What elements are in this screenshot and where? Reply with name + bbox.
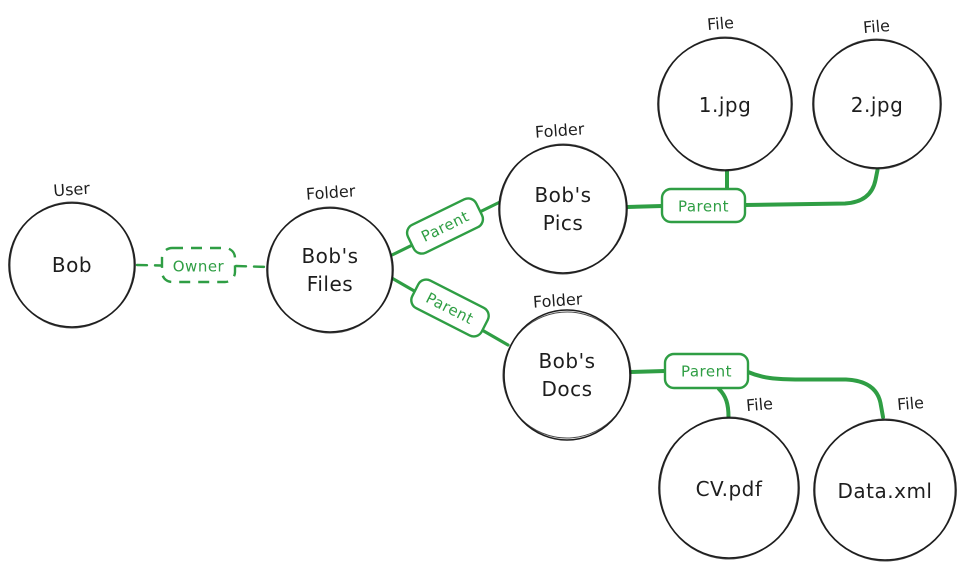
edge-parent-docs-kids-label-box (663, 352, 750, 390)
edge-box-to-dataxml-line (746, 370, 885, 419)
edge-parent-pics-kids (625, 168, 880, 209)
node-file-1jpg-circle-sketch (658, 36, 792, 172)
node-bobs-pics-type-label: Folder (534, 119, 585, 141)
node-file-2jpg-label: 2.jpg (851, 93, 904, 117)
edge-parent-docs-kids-label-group: Parent (663, 352, 750, 390)
node-bobs-files-label-line1: Bob's (301, 244, 358, 268)
edge-pics-to-box-line (625, 204, 664, 209)
node-bobs-pics-circle (498, 144, 628, 274)
node-bobs-docs-type-label: Folder (532, 289, 583, 311)
node-file-cvpdf: CV.pdf File (658, 394, 800, 560)
node-bobs-pics-circle-sketch (499, 143, 627, 275)
node-bobs-docs-label-line1: Bob's (538, 349, 595, 373)
edge-parent-pics-kids-label-box (660, 187, 747, 224)
node-bob-type-label: User (53, 179, 91, 201)
node-bobs-docs: Bob's Docs Folder (502, 289, 632, 441)
node-bobs-docs-label-line2: Docs (541, 377, 592, 401)
edge-docs-to-box-line (628, 369, 667, 374)
node-file-cvpdf-circle (658, 417, 800, 559)
node-file-2jpg-circle-sketch (813, 38, 941, 170)
node-bobs-files-circle-sketch (267, 206, 393, 334)
node-file-dataxml: Data.xml File (813, 393, 957, 562)
edge-parent-files-docs-label-box (410, 278, 490, 338)
node-file-2jpg-circle (812, 39, 942, 169)
edge-owner-line-right (234, 264, 270, 269)
edge-owner (135, 263, 270, 269)
edge-parent-docs-kids (628, 369, 885, 419)
edge-owner-label: Owner (173, 258, 225, 276)
edge-box-to-cvpdf-line (717, 387, 731, 419)
node-file-dataxml-circle-sketch (814, 418, 956, 562)
node-bob: Bob User (8, 179, 136, 329)
node-file-2jpg: 2.jpg File (812, 16, 942, 170)
node-file-1jpg-label: 1.jpg (699, 93, 752, 117)
edge-parent-files-pics-label-group: Parent (405, 197, 485, 255)
edge-owner-line-left (135, 263, 163, 267)
node-file-1jpg-type-label: File (706, 13, 734, 34)
edge-box-to-2jpg-line (743, 168, 880, 207)
node-bobs-pics: Bob's Pics Folder (498, 119, 628, 275)
edge-parent-files-pics-label-box (405, 197, 485, 255)
node-file-cvpdf-label: CV.pdf (696, 477, 763, 501)
node-bob-circle-sketch (9, 201, 135, 329)
node-file-1jpg-circle (657, 37, 793, 171)
node-file-2jpg-type-label: File (862, 16, 890, 37)
node-file-dataxml-type-label: File (896, 393, 924, 414)
node-bobs-pics-label-line2: Pics (543, 211, 584, 235)
node-bobs-pics-label-line1: Bob's (534, 183, 591, 207)
edge-parent-files-docs-label-group: Parent (410, 278, 490, 338)
node-file-dataxml-circle (813, 419, 957, 561)
edge-parent-pics-kids-label-group: Parent (660, 187, 747, 224)
node-bobs-docs-circle (503, 309, 631, 441)
node-bob-circle (8, 202, 136, 328)
node-file-1jpg: 1.jpg File (657, 13, 793, 172)
node-bobs-files-type-label: Folder (305, 181, 356, 203)
edge-parent-pics-kids-label: Parent (678, 198, 729, 216)
node-bob-label: Bob (52, 253, 92, 277)
node-file-cvpdf-type-label: File (745, 394, 773, 415)
node-bobs-docs-circle-sketch (502, 311, 632, 439)
node-file-dataxml-label: Data.xml (838, 479, 933, 503)
edge-parent-docs-kids-label: Parent (681, 363, 732, 381)
node-bobs-files-circle (266, 207, 394, 333)
node-bobs-files-label-line2: Files (307, 272, 353, 296)
node-bobs-files: Bob's Files Folder (266, 181, 394, 334)
node-file-cvpdf-circle-sketch (659, 416, 799, 560)
edge-owner-label-box (160, 246, 237, 284)
edge-owner-label-group: Owner (160, 246, 237, 284)
